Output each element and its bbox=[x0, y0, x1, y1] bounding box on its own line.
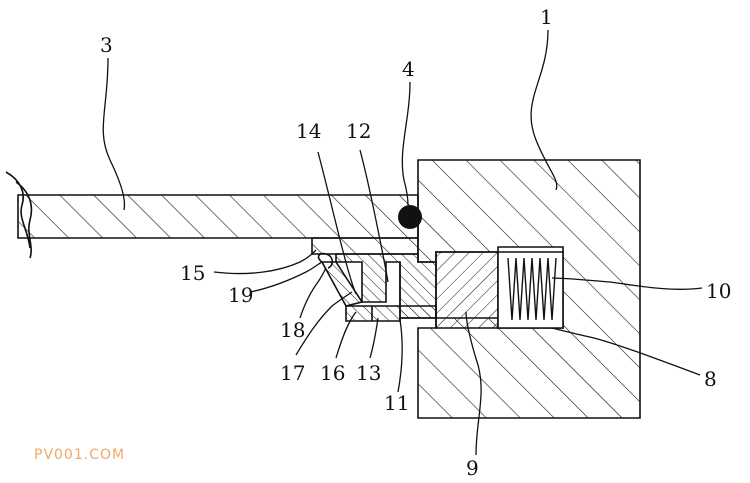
part-10-spring bbox=[507, 257, 557, 321]
leader-10 bbox=[551, 277, 703, 290]
leader-12 bbox=[359, 149, 389, 283]
callout-19: 19 bbox=[228, 283, 253, 307]
leader-9 bbox=[465, 311, 482, 456]
leader-1 bbox=[530, 29, 558, 191]
leader-17 bbox=[295, 291, 353, 356]
callout-12: 12 bbox=[346, 119, 371, 143]
callout-13: 13 bbox=[356, 361, 381, 385]
callout-16: 16 bbox=[320, 361, 345, 385]
leader-14 bbox=[317, 151, 357, 295]
callout-4: 4 bbox=[402, 57, 415, 81]
callout-10: 10 bbox=[706, 279, 731, 303]
leader-18 bbox=[299, 267, 327, 319]
part-18-hook bbox=[317, 252, 334, 269]
panel-break-line-bottom bbox=[15, 181, 33, 259]
callout-15: 15 bbox=[180, 261, 205, 285]
callout-11: 11 bbox=[384, 391, 409, 415]
part-4-round-seal bbox=[398, 205, 422, 229]
part-9-slider bbox=[435, 251, 499, 329]
part-13-base bbox=[345, 305, 437, 322]
callout-1: 1 bbox=[540, 5, 553, 29]
callout-18: 18 bbox=[280, 318, 305, 342]
leader-19 bbox=[249, 261, 323, 293]
leader-13 bbox=[369, 317, 379, 359]
part-14-lip bbox=[320, 261, 364, 307]
callout-8: 8 bbox=[704, 367, 717, 391]
watermark-text: PV001.COM bbox=[34, 447, 126, 463]
leader-11 bbox=[397, 319, 403, 393]
part-3-panel bbox=[17, 194, 419, 239]
leader-8 bbox=[551, 327, 701, 376]
leader-16 bbox=[335, 311, 357, 359]
callout-9: 9 bbox=[466, 456, 479, 480]
callout-14: 14 bbox=[296, 119, 321, 143]
callout-3: 3 bbox=[100, 33, 113, 57]
part-15-strip bbox=[311, 237, 419, 255]
leader-15 bbox=[213, 249, 317, 275]
leader-lines bbox=[102, 29, 703, 456]
callout-17: 17 bbox=[280, 361, 305, 385]
leader-3 bbox=[102, 57, 126, 211]
leader-4 bbox=[401, 81, 411, 206]
panel-break-line-top bbox=[5, 171, 31, 249]
